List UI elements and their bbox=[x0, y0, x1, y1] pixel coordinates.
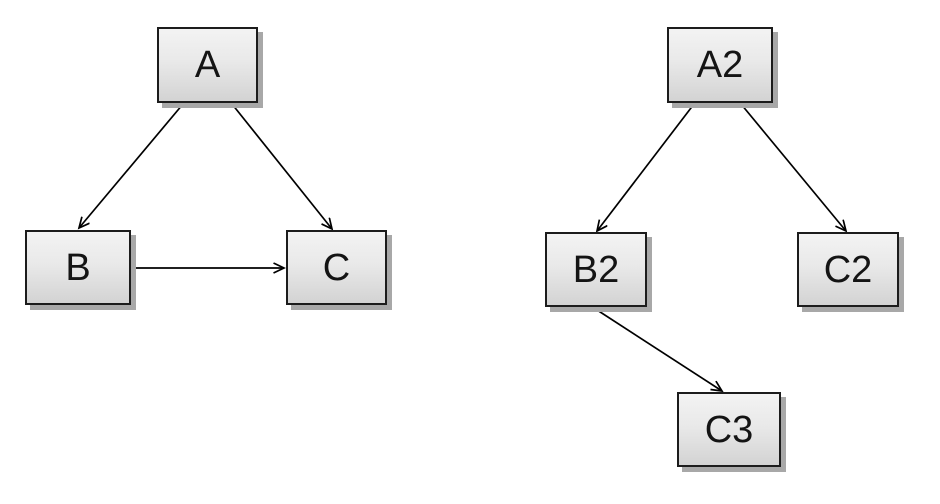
node-label-a: A bbox=[194, 44, 221, 86]
edge-b2-to-c3 bbox=[593, 307, 722, 391]
node-label-c: C bbox=[322, 246, 351, 289]
node-b2: B2 bbox=[545, 232, 647, 307]
edge-a2-to-c2 bbox=[740, 103, 846, 231]
edge-a2-to-b2 bbox=[597, 103, 695, 231]
node-b: B bbox=[25, 230, 131, 305]
node-label-b2: B2 bbox=[572, 248, 620, 291]
node-a2: A2 bbox=[667, 27, 773, 103]
edge-a-to-c bbox=[231, 103, 332, 229]
node-label-b: B bbox=[65, 246, 91, 289]
node-c2: C2 bbox=[797, 232, 899, 307]
node-label-c3: C3 bbox=[704, 408, 754, 451]
node-c3: C3 bbox=[677, 392, 781, 467]
edge-a-to-b bbox=[79, 103, 184, 228]
node-c: C bbox=[286, 230, 387, 305]
node-label-c2: C2 bbox=[823, 248, 873, 291]
node-label-a2: A2 bbox=[696, 44, 744, 86]
node-a: A bbox=[157, 27, 258, 103]
